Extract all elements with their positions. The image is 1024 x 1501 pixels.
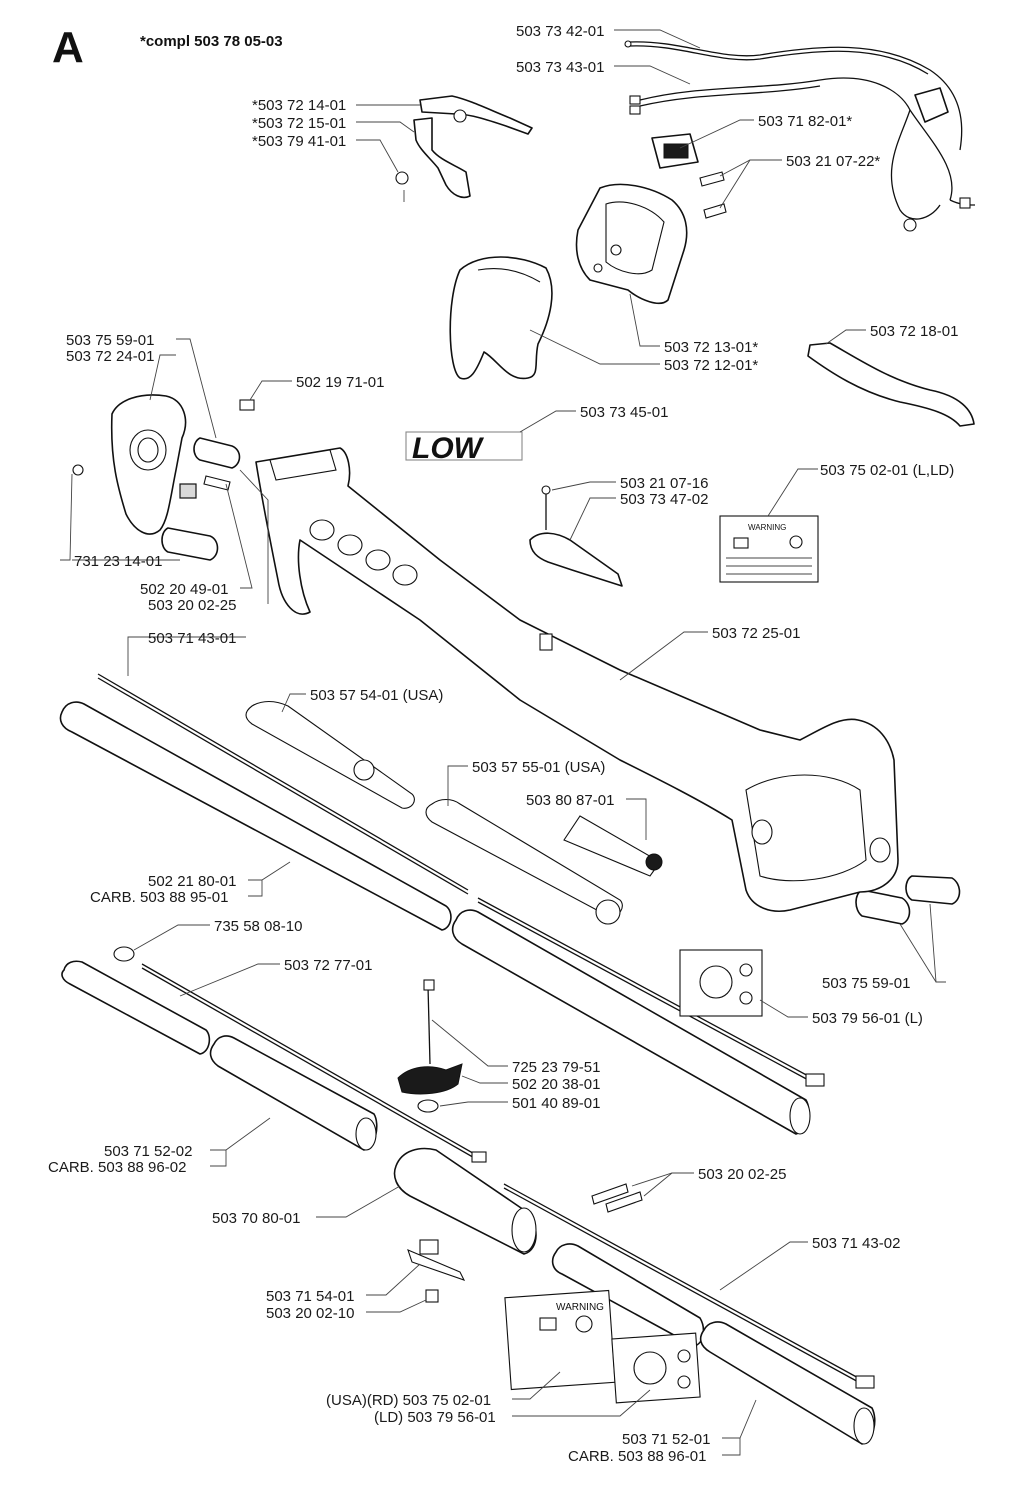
grip-cover — [449, 256, 553, 380]
warning-decal-lower: WARNING — [504, 1289, 616, 1391]
part-label: 503 71 43-01 — [148, 630, 236, 647]
low-logo: LOW — [405, 431, 523, 465]
part-label: 503 75 59-01 — [822, 975, 910, 992]
part-label: 503 71 52-01 — [622, 1431, 710, 1448]
decal-triangle — [563, 815, 663, 877]
part-label: 503 71 54-01 — [266, 1288, 354, 1305]
part-label: *503 72 15-01 — [252, 115, 346, 132]
screws-lower — [591, 1183, 643, 1213]
part-label: 503 72 12-01* — [664, 357, 758, 374]
part-label: 503 71 43-02 — [812, 1235, 900, 1252]
bolt-502-20-49 — [179, 475, 231, 499]
part-label: 501 40 89-01 — [512, 1095, 600, 1112]
decal-strip-usa-1 — [245, 700, 415, 809]
part-label: 503 71 82-01* — [758, 113, 852, 130]
handle-screws — [699, 171, 727, 219]
washer-735-58 — [113, 946, 135, 962]
handle-bracket-left — [72, 394, 187, 535]
part-label: 503 73 45-01 — [580, 404, 668, 421]
part-label: *503 72 14-01 — [252, 97, 346, 114]
part-label: 503 75 02-01 (L,LD) — [820, 462, 954, 479]
part-labels: 503 73 42-01 503 73 43-01 *503 72 14-01 … — [48, 23, 958, 1465]
stop-switch — [651, 133, 699, 169]
upper-tube — [59, 701, 811, 1135]
part-label: (USA)(RD) 503 75 02-01 — [326, 1392, 491, 1409]
part-label: 502 19 71-01 — [296, 374, 384, 391]
part-label: 503 21 07-16 — [620, 475, 708, 492]
part-label: 503 80 87-01 — [526, 792, 614, 809]
part-label: CARB. 503 88 96-02 — [48, 1159, 186, 1176]
part-label: 503 73 42-01 — [516, 23, 604, 40]
part-label: 503 72 13-01* — [664, 339, 758, 356]
part-label: 502 20 38-01 — [512, 1076, 600, 1093]
spool-decal-lower — [611, 1332, 701, 1404]
coupling-tube — [393, 1147, 537, 1303]
part-label: 503 20 02-25 — [148, 597, 236, 614]
warning-decal-upper-text: WARNING — [748, 523, 786, 532]
part-label: 503 20 02-25 — [698, 1166, 786, 1183]
drive-shaft-lower — [503, 1183, 863, 1381]
main-shaft-housing — [255, 447, 899, 912]
part-label: 503 57 55-01 (USA) — [472, 759, 605, 776]
part-label: 503 71 52-02 — [104, 1143, 192, 1160]
rubber-blocks — [161, 437, 961, 925]
low-logo-text: LOW — [412, 432, 485, 465]
part-label: 503 21 07-22* — [786, 153, 880, 170]
part-label: 503 72 77-01 — [284, 957, 372, 974]
part-label: 502 20 49-01 — [140, 581, 228, 598]
bracket-strip — [807, 342, 975, 427]
decal-strip-usa-2 — [425, 798, 623, 925]
part-label: CARB. 503 88 95-01 — [90, 889, 228, 906]
warning-decal-upper: WARNING — [719, 515, 819, 583]
adapter-bracket — [529, 485, 623, 587]
handle-housing — [575, 183, 688, 305]
drive-shaft-upper — [97, 673, 469, 891]
part-label: 503 72 24-01 — [66, 348, 154, 365]
part-label: 503 75 59-01 — [66, 332, 154, 349]
drive-shaft-short — [141, 963, 479, 1157]
lower-tube-b — [551, 1243, 876, 1445]
part-label: *503 79 41-01 — [252, 133, 346, 150]
part-label: 503 79 56-01 (L) — [812, 1010, 923, 1027]
part-label: 503 70 80-01 — [212, 1210, 300, 1227]
wire-harness-upper — [624, 40, 963, 151]
leader-lines — [60, 29, 946, 1456]
warning-decal-lower-text: WARNING — [556, 1302, 604, 1313]
part-label: 503 20 02-10 — [266, 1305, 354, 1322]
wire-harness-lower — [629, 77, 976, 232]
part-label: 503 72 25-01 — [712, 625, 800, 642]
clamp-knob — [397, 979, 463, 1113]
part-label: 503 73 47-02 — [620, 491, 708, 508]
throttle-trigger — [395, 95, 533, 202]
part-label: 735 58 08-10 — [214, 918, 302, 935]
section-letter: A — [52, 23, 84, 72]
part-label: 503 73 43-01 — [516, 59, 604, 76]
compl-note: *compl 503 78 05-03 — [140, 33, 283, 50]
part-label: 725 23 79-51 — [512, 1059, 600, 1076]
part-label: 731 23 14-01 — [74, 553, 162, 570]
spool-decal-upper — [679, 949, 763, 1017]
nut-502-19-71 — [239, 399, 255, 411]
part-label: 503 72 18-01 — [870, 323, 958, 340]
lower-tube-a — [61, 960, 378, 1151]
part-label: 503 57 54-01 (USA) — [310, 687, 443, 704]
part-label: 502 21 80-01 — [148, 873, 236, 890]
part-label: CARB. 503 88 96-01 — [568, 1448, 706, 1465]
part-label: (LD) 503 79 56-01 — [374, 1409, 496, 1426]
